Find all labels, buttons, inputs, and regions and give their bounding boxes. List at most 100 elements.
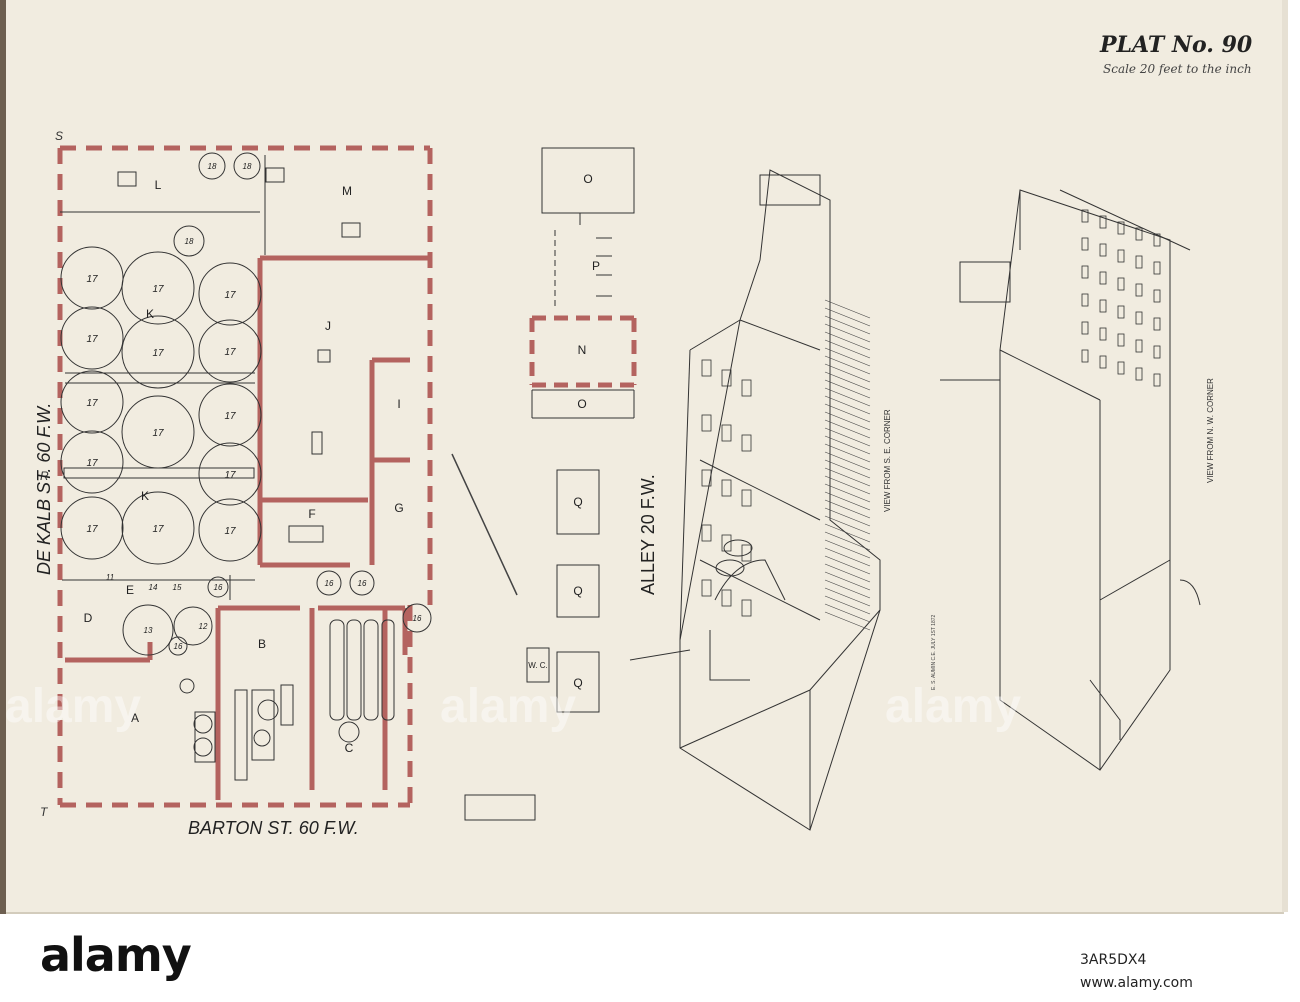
street-label-alley: ALLEY 20 F.W. (638, 474, 658, 595)
hatch-line (824, 467, 871, 487)
hatch-line (824, 563, 871, 583)
tank-label: 13 (144, 626, 153, 635)
hatch-line (824, 315, 871, 335)
window (721, 479, 732, 497)
window (1153, 233, 1161, 247)
hatch-line (824, 339, 871, 359)
window (1135, 227, 1143, 241)
window (721, 369, 732, 387)
hatch-line (824, 419, 871, 439)
hatch-line (824, 443, 871, 463)
hatch-line (824, 363, 871, 383)
vat-label: 17 (224, 290, 236, 301)
lot-label: Q (573, 584, 582, 598)
watermark-text: alamy (885, 680, 1021, 733)
hatch-line (824, 579, 871, 599)
room-label: G (394, 501, 403, 515)
hatch-line (824, 539, 871, 559)
partition-lines (60, 155, 266, 600)
vat-label: 17 (152, 428, 164, 439)
hatch-line (824, 451, 871, 471)
window (1117, 305, 1125, 319)
window (1099, 299, 1107, 313)
vat-label: 17 (152, 284, 164, 295)
vat-label: 17 (86, 274, 98, 285)
vat-label: 17 (224, 411, 236, 422)
vat-labels: 17 17 17 17 17 17 17 17 17 17 17 17 17 1… (86, 274, 236, 537)
window (1153, 261, 1161, 275)
plat-title: PLAT No. 90 (1100, 32, 1253, 58)
lot-label: Q (573, 676, 582, 690)
plat-drawing: L M K K J I G F D E B A C O P N O Q Q Q … (5, 129, 1215, 838)
hatch-line (824, 307, 871, 327)
window (1135, 255, 1143, 269)
vent-boxes (63, 167, 361, 543)
hatch-line (824, 403, 871, 423)
vat-label: 17 (152, 348, 164, 359)
tank-label: 11 (106, 573, 114, 582)
room-label: K (141, 489, 149, 503)
nw-windows (1081, 209, 1161, 387)
tank-label: 12 (199, 622, 208, 631)
hatch-line (824, 531, 871, 551)
hatch-line (824, 555, 871, 575)
lot-label: O (583, 172, 592, 186)
north-arrow (451, 453, 518, 596)
hatch-line (824, 515, 871, 535)
isometric-view-nw (940, 189, 1201, 771)
watermark-text: alamy (440, 680, 576, 733)
hatch-line (824, 523, 871, 543)
binding-edge (0, 0, 6, 1002)
window (1153, 289, 1161, 303)
window (1081, 209, 1089, 223)
se-windows (701, 359, 752, 617)
window (701, 524, 712, 542)
watermark: alamy alamy alamy (5, 680, 1021, 733)
tank-label: 15 (173, 583, 182, 592)
credit-label: E. S. AUMIN C.E. JULY 1ST 1872 (931, 614, 937, 690)
vat-circles (60, 246, 262, 565)
street-label-barton: BARTON ST. 60 F.W. (188, 818, 359, 838)
vat-label: 17 (86, 458, 98, 469)
vat-label: 17 (224, 526, 236, 537)
lot-label: P (592, 259, 600, 273)
stock-url: www.alamy.com (1080, 975, 1193, 991)
window (701, 579, 712, 597)
window (1117, 221, 1125, 235)
isometric-view-se (629, 169, 881, 831)
window (1099, 271, 1107, 285)
window (1135, 367, 1143, 381)
room-label: L (155, 178, 162, 192)
window (701, 359, 712, 377)
tank-label: 14 (149, 583, 158, 592)
tank-label: 18 (185, 237, 194, 246)
window (741, 489, 752, 507)
window (1099, 215, 1107, 229)
lot-label: Q (573, 495, 582, 509)
window (1153, 317, 1161, 331)
view-label-nw: VIEW FROM N. W. CORNER (1206, 378, 1215, 483)
stock-footer (0, 914, 1300, 1002)
corner-mark-t: T (40, 805, 49, 819)
window (721, 534, 732, 552)
window (721, 424, 732, 442)
hatch-line (824, 331, 871, 351)
hatch-line (824, 547, 871, 567)
hatch-line (824, 507, 871, 527)
stock-id: 3AR5DX4 (1080, 952, 1147, 968)
watermark-text: alamy (5, 680, 141, 733)
tank-label: 16 (358, 579, 367, 588)
window (741, 434, 752, 452)
tank-label: 16 (214, 583, 223, 592)
window (1153, 373, 1161, 387)
vat-label: 17 (86, 398, 98, 409)
stock-logo: alamy (40, 928, 192, 982)
vat-label: 17 (224, 347, 236, 358)
hatch-line (824, 411, 871, 431)
room-label: J (325, 319, 331, 333)
tank-labels: 18 18 18 16 16 16 16 16 13 12 14 15 11 (106, 162, 422, 651)
room-label: I (397, 397, 400, 411)
window (1135, 283, 1143, 297)
room-label: B (258, 637, 266, 651)
